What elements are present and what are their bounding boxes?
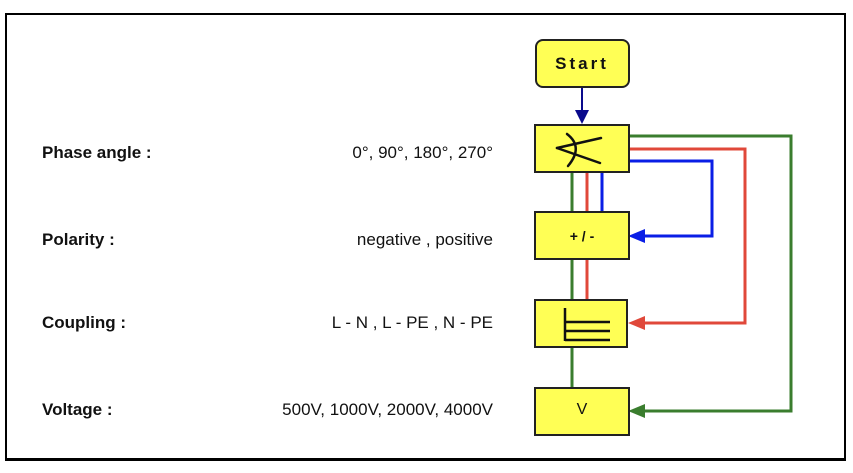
start-label: Start [555, 54, 609, 73]
coupling-icon [563, 308, 610, 342]
blue-loop [630, 159, 714, 238]
voltage-values: 500V, 1000V, 2000V, 4000V [282, 400, 493, 419]
coupling-values: L - N , L - PE , N - PE [331, 313, 493, 332]
polarity-box: + / - [534, 211, 630, 260]
polarity-values: negative , positive [356, 230, 493, 249]
phase-angle-box [534, 124, 630, 173]
coupling-box [534, 299, 628, 348]
red-arrowhead [628, 316, 645, 330]
voltage-box-label: V [577, 401, 588, 418]
voltage-box: V [534, 387, 630, 436]
green-arrowhead [628, 404, 645, 418]
blue-arrowhead [628, 229, 645, 243]
phase-angle-values: 0°, 90°, 180°, 270° [352, 143, 493, 162]
phase-angle-icon [555, 132, 603, 168]
green-loop [630, 134, 793, 413]
start-box: Start [535, 39, 630, 88]
polarity-label: Polarity : [42, 230, 115, 249]
polarity-box-label: + / - [570, 228, 595, 244]
voltage-label: Voltage : [42, 400, 113, 419]
red-loop [630, 147, 747, 325]
coupling-label: Coupling : [42, 313, 127, 332]
start-arrowhead [575, 110, 589, 124]
phase-angle-label: Phase angle : [42, 143, 152, 162]
